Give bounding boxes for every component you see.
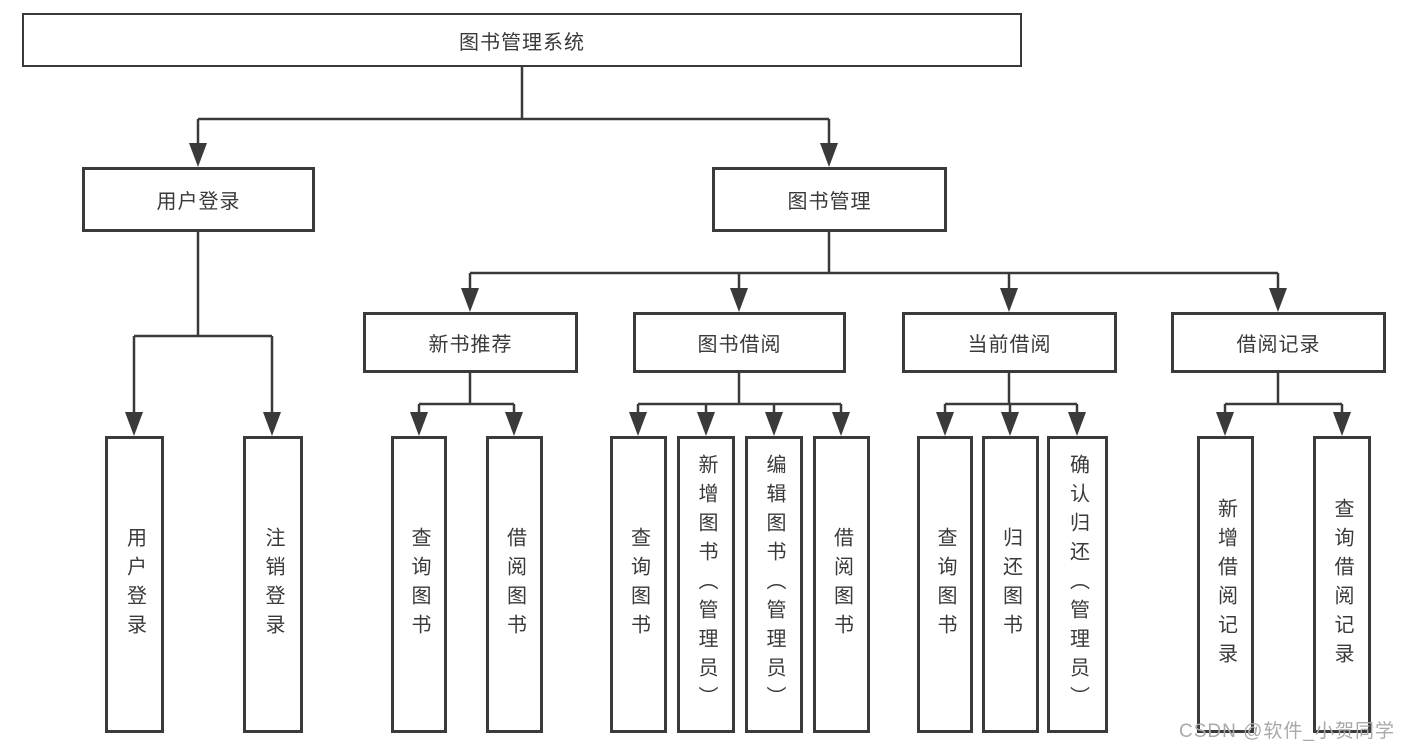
- arrowhead-icon: [629, 412, 647, 436]
- arrowhead-icon: [1269, 288, 1287, 312]
- arrowhead-icon: [1216, 412, 1234, 436]
- leaf-borrow-books: 借阅图书: [813, 436, 870, 733]
- borrow-records-connector: [1216, 373, 1351, 436]
- branch-book-management: 图书管理: [712, 167, 947, 232]
- arrowhead-icon: [1068, 412, 1086, 436]
- leaf-query-books-current: 查询图书: [917, 436, 973, 733]
- root-node: 图书管理系统: [22, 13, 1022, 67]
- arrowhead-icon: [936, 412, 954, 436]
- current-borrow-connector: [936, 373, 1086, 436]
- new-book-recommend-connector: [410, 373, 523, 436]
- arrowhead-icon: [765, 412, 783, 436]
- root-connector: [189, 67, 838, 167]
- arrowhead-icon: [730, 288, 748, 312]
- leaf-query-books-recommend: 查询图书: [391, 436, 447, 733]
- book-management-connector: [461, 232, 1287, 312]
- group-borrow-records: 借阅记录: [1171, 312, 1386, 373]
- leaf-confirm-return-admin: 确认归还（管理员）: [1047, 436, 1108, 733]
- arrowhead-icon: [410, 412, 428, 436]
- arrowhead-icon: [1001, 412, 1019, 436]
- book-borrow-connector: [629, 373, 850, 436]
- leaf-edit-books-admin: 编辑图书（管理员）: [745, 436, 803, 733]
- group-book-borrow: 图书借阅: [633, 312, 846, 373]
- branch-user-login: 用户登录: [82, 167, 315, 232]
- leaf-query-borrow-record: 查询借阅记录: [1313, 436, 1371, 733]
- user-login-connector: [125, 232, 281, 436]
- arrowhead-icon: [189, 143, 207, 167]
- arrowhead-icon: [125, 412, 143, 436]
- leaf-user-login: 用户登录: [105, 436, 164, 733]
- arrowhead-icon: [505, 412, 523, 436]
- arrowhead-icon: [461, 288, 479, 312]
- arrowhead-icon: [697, 412, 715, 436]
- leaf-logout: 注销登录: [243, 436, 303, 733]
- leaf-add-borrow-record: 新增借阅记录: [1197, 436, 1254, 733]
- arrowhead-icon: [832, 412, 850, 436]
- leaf-return-books: 归还图书: [982, 436, 1039, 733]
- watermark-text: CSDN @软件_小贺同学: [1179, 721, 1395, 742]
- arrowhead-icon: [1333, 412, 1351, 436]
- group-new-book-recommend: 新书推荐: [363, 312, 578, 373]
- arrowhead-icon: [1000, 288, 1018, 312]
- leaf-add-books-admin: 新增图书（管理员）: [677, 436, 735, 733]
- leaf-query-books-borrow: 查询图书: [610, 436, 667, 733]
- leaf-borrow-books-recommend: 借阅图书: [486, 436, 543, 733]
- arrowhead-icon: [820, 143, 838, 167]
- group-current-borrow: 当前借阅: [902, 312, 1117, 373]
- arrowhead-icon: [263, 412, 281, 436]
